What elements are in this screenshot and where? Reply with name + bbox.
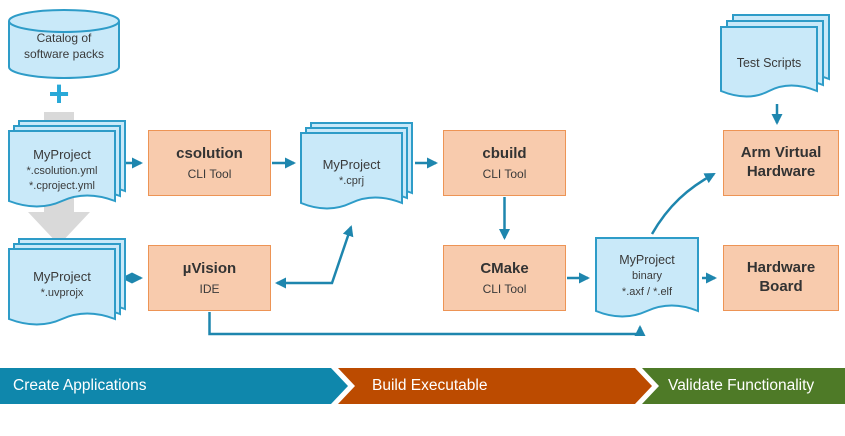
csolution-title: csolution — [176, 145, 243, 163]
catalog-labels: Catalog of software packs — [8, 30, 120, 62]
database-icon — [8, 9, 120, 79]
project-yml-doc-stack: MyProject *.csolution.yml *.cproject.yml — [8, 120, 128, 215]
arm-virtual-hardware-box: Arm Virtual Hardware — [723, 130, 839, 196]
cbuild-title: cbuild — [482, 145, 527, 163]
catalog-line2: software packs — [23, 47, 105, 62]
phase-validate-functionality: Validate Functionality — [642, 368, 845, 404]
software-packs-catalog: Catalog of software packs — [8, 8, 120, 80]
project-binary-doc: MyProject binary *.axf / *.elf — [595, 237, 701, 325]
avh-line2: Hardware — [746, 163, 816, 180]
csolution-box: csolution CLI Tool — [148, 130, 271, 196]
hardware-board-line1: Hardware — [746, 259, 816, 277]
phase-validate-label: Validate Functionality — [668, 377, 815, 394]
project-binary-sub2: *.axf / *.elf — [621, 285, 673, 298]
project-yml-sub2: *.cproject.yml — [28, 180, 96, 193]
document-icon — [595, 237, 699, 318]
project-binary-sub1: binary — [632, 269, 662, 282]
project-uvprojx-doc-stack: MyProject *.uvprojx — [8, 238, 128, 333]
project-uvprojx-labels: MyProject *.uvprojx — [8, 268, 116, 301]
uvision-sub: IDE — [199, 281, 220, 296]
project-binary-title: MyProject — [619, 253, 675, 267]
phase-build-executable: Build Executable — [338, 368, 652, 404]
project-uvprojx-sub: *.uvprojx — [40, 286, 84, 299]
test-scripts-label: Test Scripts — [736, 56, 802, 70]
project-yml-labels: MyProject *.csolution.yml *.cproject.yml — [8, 146, 116, 195]
phase-create-applications: Create Applications — [0, 368, 348, 404]
cmake-sub: CLI Tool — [482, 281, 527, 296]
document-stack-icon — [300, 122, 413, 210]
project-yml-title: MyProject — [33, 147, 91, 162]
project-yml-sub1: *.csolution.yml — [26, 164, 98, 177]
phase-build-label: Build Executable — [372, 377, 488, 394]
arrow-uvision-cprj — [275, 225, 354, 289]
avh-line1: Arm Virtual — [740, 144, 822, 162]
phase-create-label: Create Applications — [13, 377, 147, 394]
arrow-binary-to-avh — [650, 172, 716, 235]
project-cprj-doc-stack: MyProject *.cprj — [300, 122, 416, 217]
cmake-title: CMake — [480, 260, 529, 278]
document-stack-icon — [720, 14, 830, 98]
document-stack-icon — [8, 238, 126, 326]
cbuild-sub: CLI Tool — [482, 166, 527, 181]
test-scripts-doc-stack: Test Scripts — [720, 14, 832, 106]
plus-icon: + — [48, 73, 70, 114]
document-stack-icon — [8, 120, 126, 208]
project-uvprojx-title: MyProject — [33, 269, 91, 284]
catalog-line1: Catalog of — [36, 31, 92, 45]
arrow-uvision-to-binary — [208, 312, 646, 336]
csolution-sub: CLI Tool — [187, 166, 232, 181]
hardware-board-line2: Board — [759, 278, 803, 295]
project-cprj-title: MyProject — [322, 157, 381, 172]
project-cprj-sub: *.cprj — [338, 174, 365, 187]
project-binary-labels: MyProject binary *.axf / *.elf — [595, 252, 699, 301]
cmake-box: CMake CLI Tool — [443, 245, 566, 311]
hardware-board-box: Hardware Board — [723, 245, 839, 311]
project-cprj-labels: MyProject *.cprj — [300, 156, 403, 189]
uvision-title: µVision — [182, 260, 237, 278]
cbuild-box: cbuild CLI Tool — [443, 130, 566, 196]
uvision-box: µVision IDE — [148, 245, 271, 311]
